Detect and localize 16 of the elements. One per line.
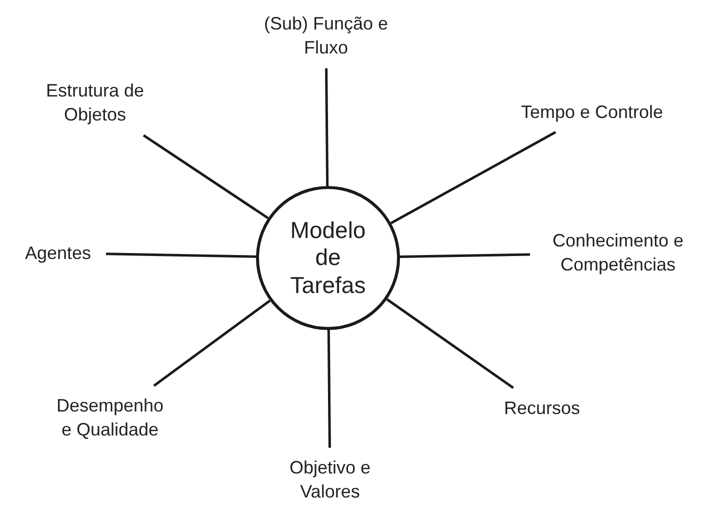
connector-line (390, 131, 556, 224)
topic-label: Objetivo e Valores (280, 456, 380, 504)
topic-label: Recursos (497, 396, 587, 420)
topic-label: Conhecimento e Competências (538, 228, 698, 278)
topic-label: Desempenho e Qualidade (51, 394, 169, 442)
topic-label: Estrutura de Objetos (33, 78, 157, 128)
connector-line (386, 298, 514, 389)
connector-line (106, 252, 256, 258)
connector-line (327, 330, 331, 448)
topic-label: Agentes (18, 240, 98, 266)
topic-label: (Sub) Função e Fluxo (256, 12, 396, 60)
topic-label: Tempo e Controle (507, 100, 677, 124)
connector-line (325, 68, 329, 186)
connector-line (142, 134, 269, 220)
connector-line (400, 253, 530, 258)
connector-line (153, 300, 271, 387)
